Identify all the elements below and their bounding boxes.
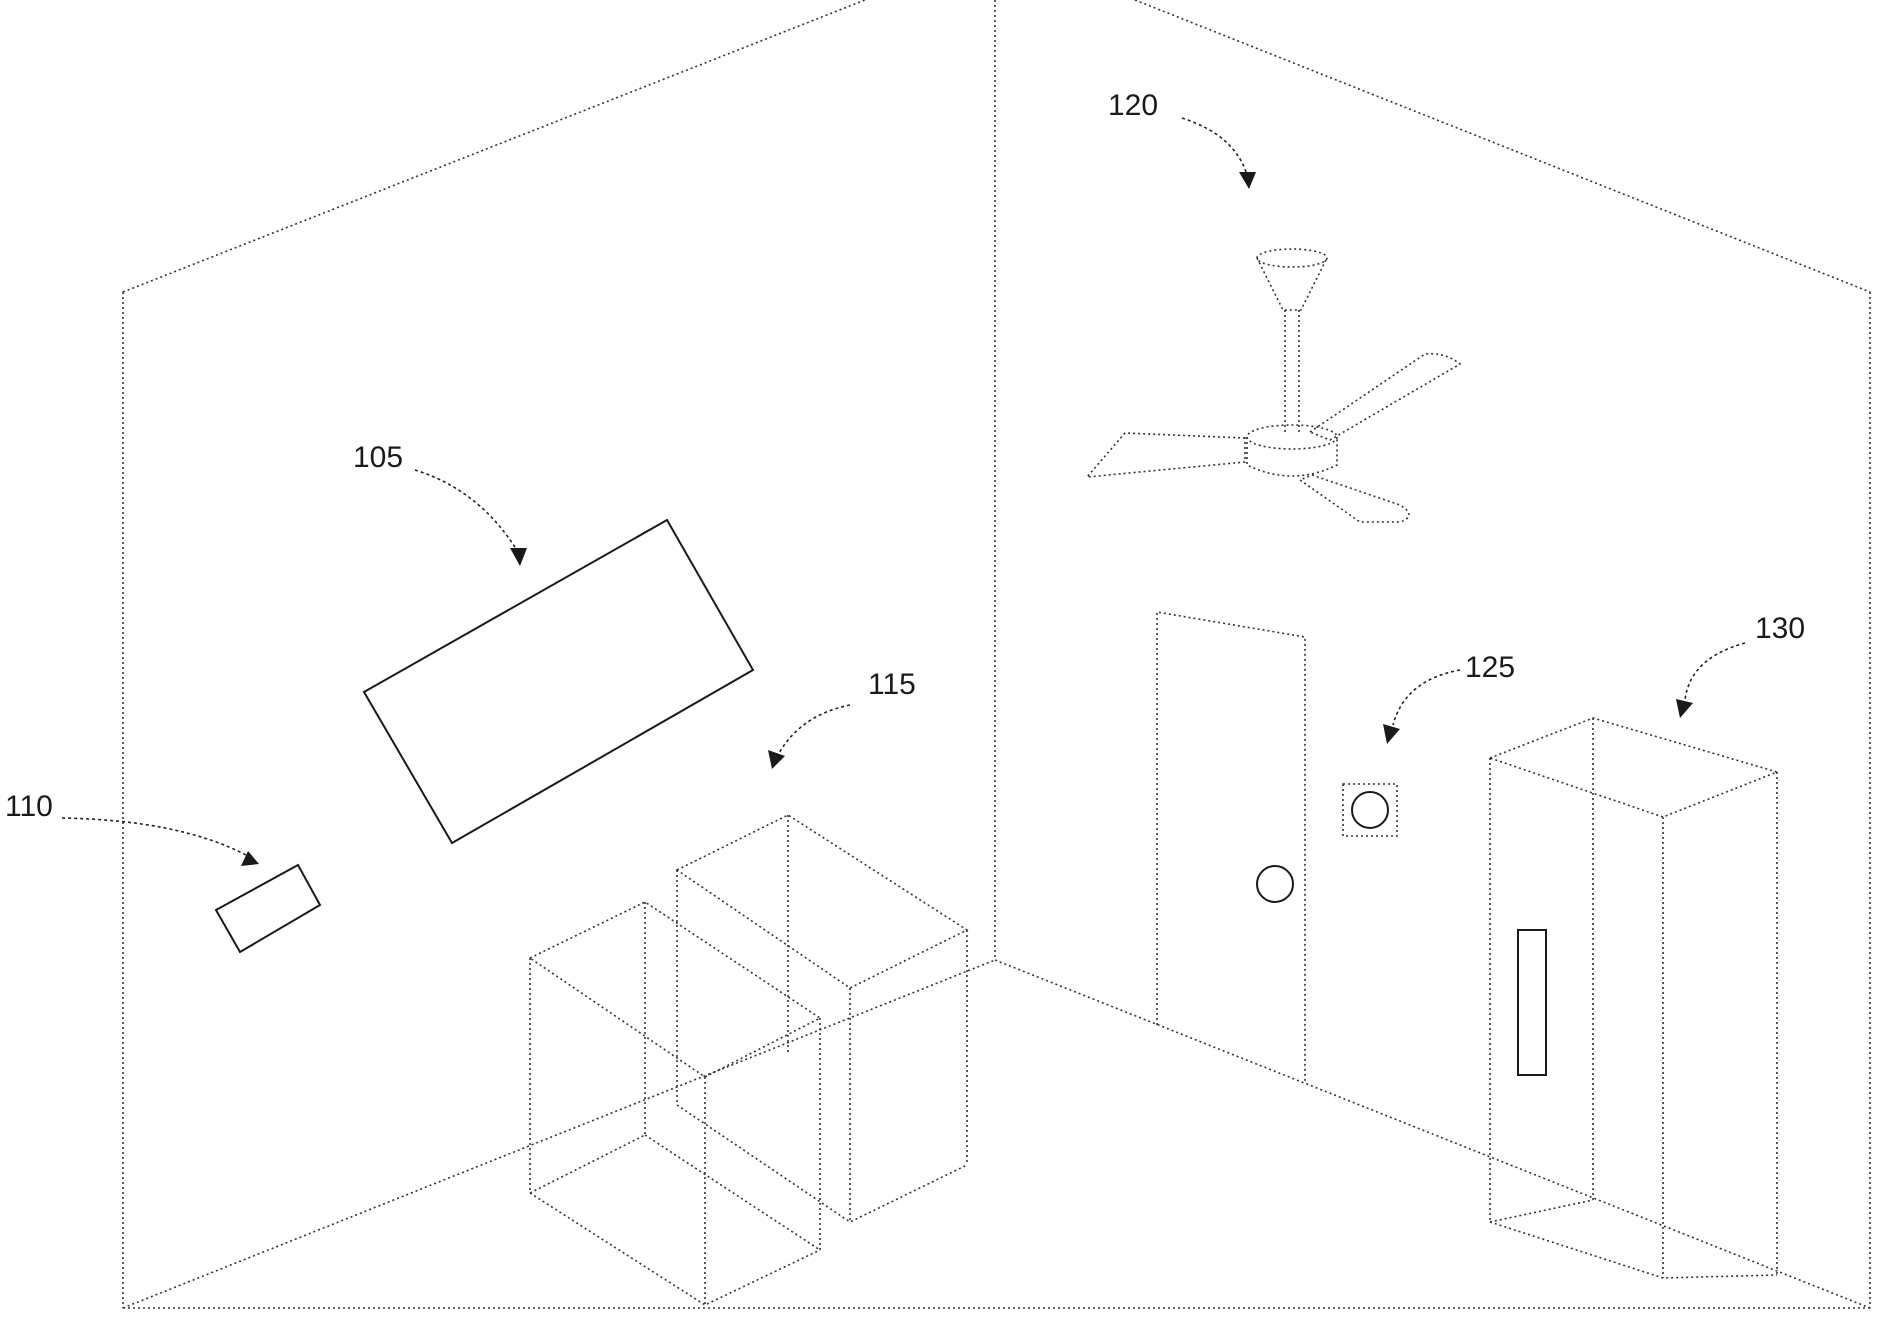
leader-130	[1685, 643, 1745, 700]
label-115: 115	[868, 668, 916, 701]
fridge-bottom	[1490, 1222, 1777, 1278]
arrow-115	[768, 750, 785, 769]
switch-125	[1343, 784, 1397, 836]
label-125: 125	[1465, 651, 1515, 684]
floor-right-edge	[995, 960, 1870, 1308]
floor-left-edge	[123, 960, 995, 1308]
wall-panel	[364, 520, 753, 843]
front-box-bottom	[530, 1193, 820, 1305]
door	[1157, 612, 1305, 1082]
fan-canopy-top	[1257, 249, 1327, 267]
arrow-125	[1383, 724, 1400, 744]
fan-motor-housing	[1247, 437, 1337, 476]
leader-110	[62, 818, 248, 856]
front-box-inner	[645, 1135, 820, 1250]
fridge-top	[1490, 718, 1777, 817]
door-frame	[1157, 612, 1305, 1082]
fan-blade-front	[1300, 475, 1409, 522]
front-box-inner	[530, 1135, 645, 1193]
arrow-120	[1239, 172, 1256, 189]
fan-blade-right	[1310, 354, 1460, 440]
fan-blade-left	[1087, 433, 1245, 477]
arrow-130	[1676, 699, 1693, 718]
label-130: 130	[1755, 612, 1805, 645]
fridge-bottom-back	[1490, 1200, 1593, 1222]
front-box-top	[530, 902, 820, 1077]
label-120: 120	[1108, 89, 1158, 122]
label-105: 105	[353, 441, 403, 474]
left-wall-top-edge	[123, 0, 865, 292]
leader-120	[1182, 118, 1247, 175]
leader-125	[1393, 670, 1460, 725]
ceiling-fan-120	[1087, 249, 1460, 522]
refrigerator-130	[1490, 718, 1777, 1278]
back-box-top	[677, 815, 967, 988]
fan-canopy	[1257, 258, 1327, 310]
reference-numerals: 105 110 115 120 125 130	[5, 89, 1805, 823]
label-110: 110	[5, 790, 53, 823]
room-outline	[123, 0, 1870, 1308]
shelving-115	[530, 815, 967, 1305]
leaders	[62, 118, 1745, 866]
back-box-bottom	[677, 1105, 967, 1222]
switch-knob	[1352, 792, 1388, 828]
panel-105	[364, 520, 753, 843]
device-110	[216, 865, 320, 952]
arrow-105	[510, 548, 527, 566]
right-wall-top-edge	[1135, 0, 1870, 292]
fridge-handle	[1518, 930, 1546, 1075]
leader-115	[778, 705, 850, 755]
fan-motor-top	[1247, 425, 1337, 449]
small-wall-device	[216, 865, 320, 952]
door-knob	[1257, 866, 1293, 902]
leader-105	[415, 470, 518, 552]
